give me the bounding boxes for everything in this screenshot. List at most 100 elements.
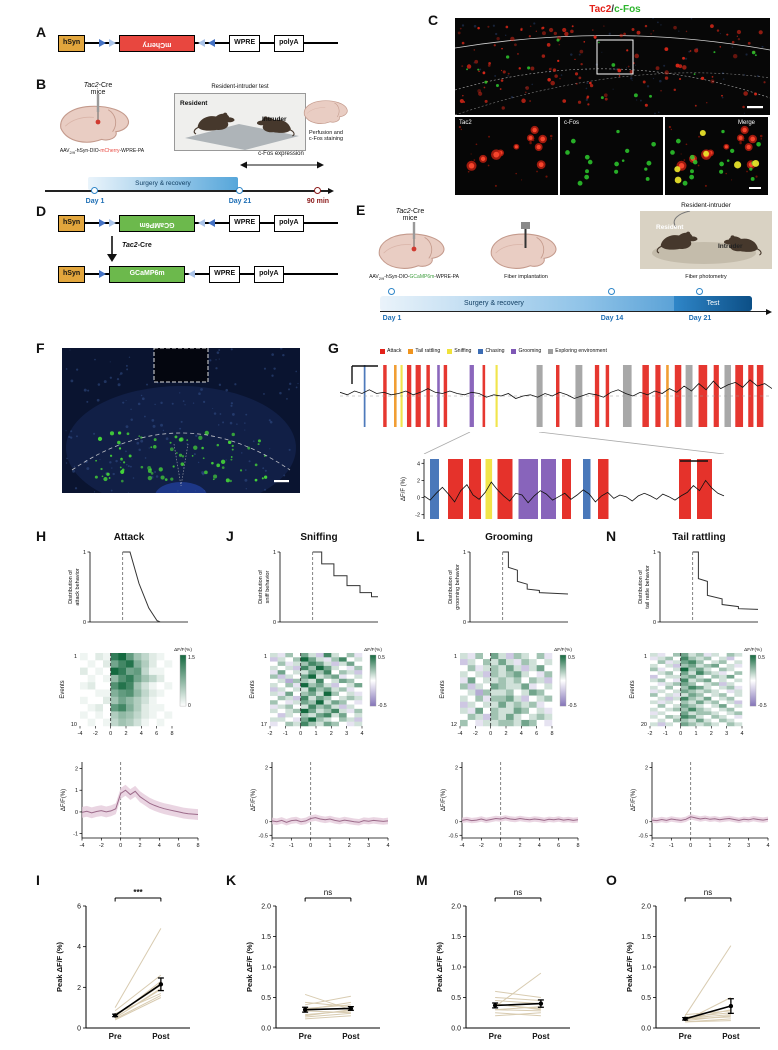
lox-triangle-icon <box>109 219 117 227</box>
lox-triangle-icon <box>208 39 216 47</box>
panel-label-o: O <box>606 872 617 888</box>
svg-text:4: 4 <box>740 731 743 737</box>
svg-text:4: 4 <box>360 731 363 737</box>
lox-triangle-icon <box>99 270 107 278</box>
svg-text:6: 6 <box>77 904 81 911</box>
svg-text:1: 1 <box>314 731 317 737</box>
svg-text:4: 4 <box>386 843 389 849</box>
attack-swatch-icon <box>380 348 385 354</box>
resident-intruder-photo <box>640 211 772 269</box>
svg-text:2: 2 <box>728 843 731 849</box>
svg-text:0.5: 0.5 <box>641 995 651 1002</box>
fiber-implantation-label: Fiber implantation <box>504 274 548 280</box>
svg-text:Distribution of: Distribution of <box>68 570 74 604</box>
resident-intruder-image <box>174 93 306 151</box>
cre-suffix: -Cre <box>137 242 152 249</box>
timeline-node-day21-e <box>696 288 703 295</box>
lox-triangle-icon <box>208 219 216 227</box>
svg-text:-1: -1 <box>283 731 288 737</box>
zoom-connector <box>423 432 725 454</box>
svg-text:0.5: 0.5 <box>758 655 765 661</box>
svg-text:2: 2 <box>518 843 521 849</box>
c-title-slash: / <box>611 4 615 15</box>
svg-text:-2: -2 <box>268 731 273 737</box>
svg-text:2.0: 2.0 <box>261 904 271 911</box>
lox-triangle-icon <box>198 219 206 227</box>
svg-text:1: 1 <box>644 654 647 660</box>
mcherry-inverted-box: mCherry <box>119 34 196 52</box>
merge-sub-label: Merge <box>738 120 756 126</box>
svg-text:-2: -2 <box>415 513 420 519</box>
svg-text:2: 2 <box>504 731 507 737</box>
grooming-swatch-icon <box>511 348 517 354</box>
day1-label-b: Day 1 <box>85 198 105 205</box>
cfos-expression-label: c-Fos expression <box>258 151 304 157</box>
svg-text:8: 8 <box>196 843 199 849</box>
svg-text:6: 6 <box>557 843 560 849</box>
perfusion-line1: Perfusion and <box>309 130 343 136</box>
svg-text:4: 4 <box>77 944 81 951</box>
perfusion-line2: c-Fos staining <box>308 136 344 142</box>
svg-text:-0.5: -0.5 <box>568 703 577 709</box>
tac2-channel-micrograph <box>455 117 558 195</box>
chasing-swatch-icon <box>478 348 484 354</box>
construct-dio-gcamp: hSyn GCaMP6m WPRE polyA <box>58 213 340 233</box>
polya-box: polyA <box>274 34 304 52</box>
svg-text:0: 0 <box>489 731 492 737</box>
panel-label-a: A <box>36 24 47 40</box>
photometry-trace-zoom: 420-2ΔF/F (%) <box>401 459 725 519</box>
cre-arrow-label: Tac2-Cre <box>122 242 152 249</box>
resident-label-e: Resident <box>656 224 684 231</box>
svg-text:grooming behavior: grooming behavior <box>455 564 461 610</box>
svg-text:-4: -4 <box>460 843 465 849</box>
svg-text:tail rattle behavior: tail rattle behavior <box>645 565 651 609</box>
svg-text:6: 6 <box>535 731 538 737</box>
svg-text:-0.5: -0.5 <box>378 703 387 709</box>
tail-rattling-swatch-icon <box>408 348 414 354</box>
svg-text:-1: -1 <box>669 843 674 849</box>
ri-title-e: Resident-intruder <box>681 202 731 209</box>
svg-text:ΔF/F(%): ΔF/F(%) <box>251 789 257 811</box>
svg-text:2: 2 <box>455 765 458 771</box>
svg-text:0: 0 <box>75 810 78 816</box>
svg-text:2: 2 <box>710 731 713 737</box>
svg-text:-4: -4 <box>458 731 463 737</box>
svg-text:Distribution of: Distribution of <box>448 570 454 604</box>
svg-text:2: 2 <box>265 765 268 771</box>
column-title-tail-rattling: Tail rattling <box>672 532 726 543</box>
lox-triangle-icon <box>188 270 196 278</box>
column-title-attack: Attack <box>113 532 145 543</box>
svg-text:-0.5: -0.5 <box>449 833 458 839</box>
svg-text:-2: -2 <box>473 731 478 737</box>
svg-text:2: 2 <box>75 767 78 773</box>
svg-text:2: 2 <box>645 765 648 771</box>
c-title-tac2: Tac2 <box>589 4 612 15</box>
svg-text:Pre: Pre <box>679 1032 692 1041</box>
svg-text:-2: -2 <box>93 731 98 737</box>
panel-label-h: H <box>36 528 47 544</box>
svg-text:0: 0 <box>645 820 648 826</box>
legend-item-attack: Attack <box>380 348 401 354</box>
gcamp-inverted-box: GCaMP6m <box>119 214 196 232</box>
svg-text:Events: Events <box>440 680 446 698</box>
svg-text:0: 0 <box>463 620 466 626</box>
svg-text:1: 1 <box>708 843 711 849</box>
svg-text:2: 2 <box>138 843 141 849</box>
c-title: Tac2/c-Fos <box>530 4 700 15</box>
svg-text:0: 0 <box>689 843 692 849</box>
virus-serotype: 2/9 <box>378 276 385 281</box>
svg-text:Distribution of: Distribution of <box>258 570 264 604</box>
brain-injection-illustration-e <box>378 222 445 269</box>
svg-text:0: 0 <box>455 820 458 826</box>
svg-text:Pre: Pre <box>299 1032 312 1041</box>
svg-text:1: 1 <box>273 550 276 556</box>
svg-text:-4: -4 <box>80 843 85 849</box>
panel-label-b: B <box>36 76 47 92</box>
svg-text:1: 1 <box>653 550 656 556</box>
behavior-legend: Attack Tail rattling Sniffing Chasing Gr… <box>380 348 607 354</box>
tac2-italic: Tac2 <box>395 208 411 215</box>
virus-mid: -hSyn-DIO- <box>75 148 101 154</box>
